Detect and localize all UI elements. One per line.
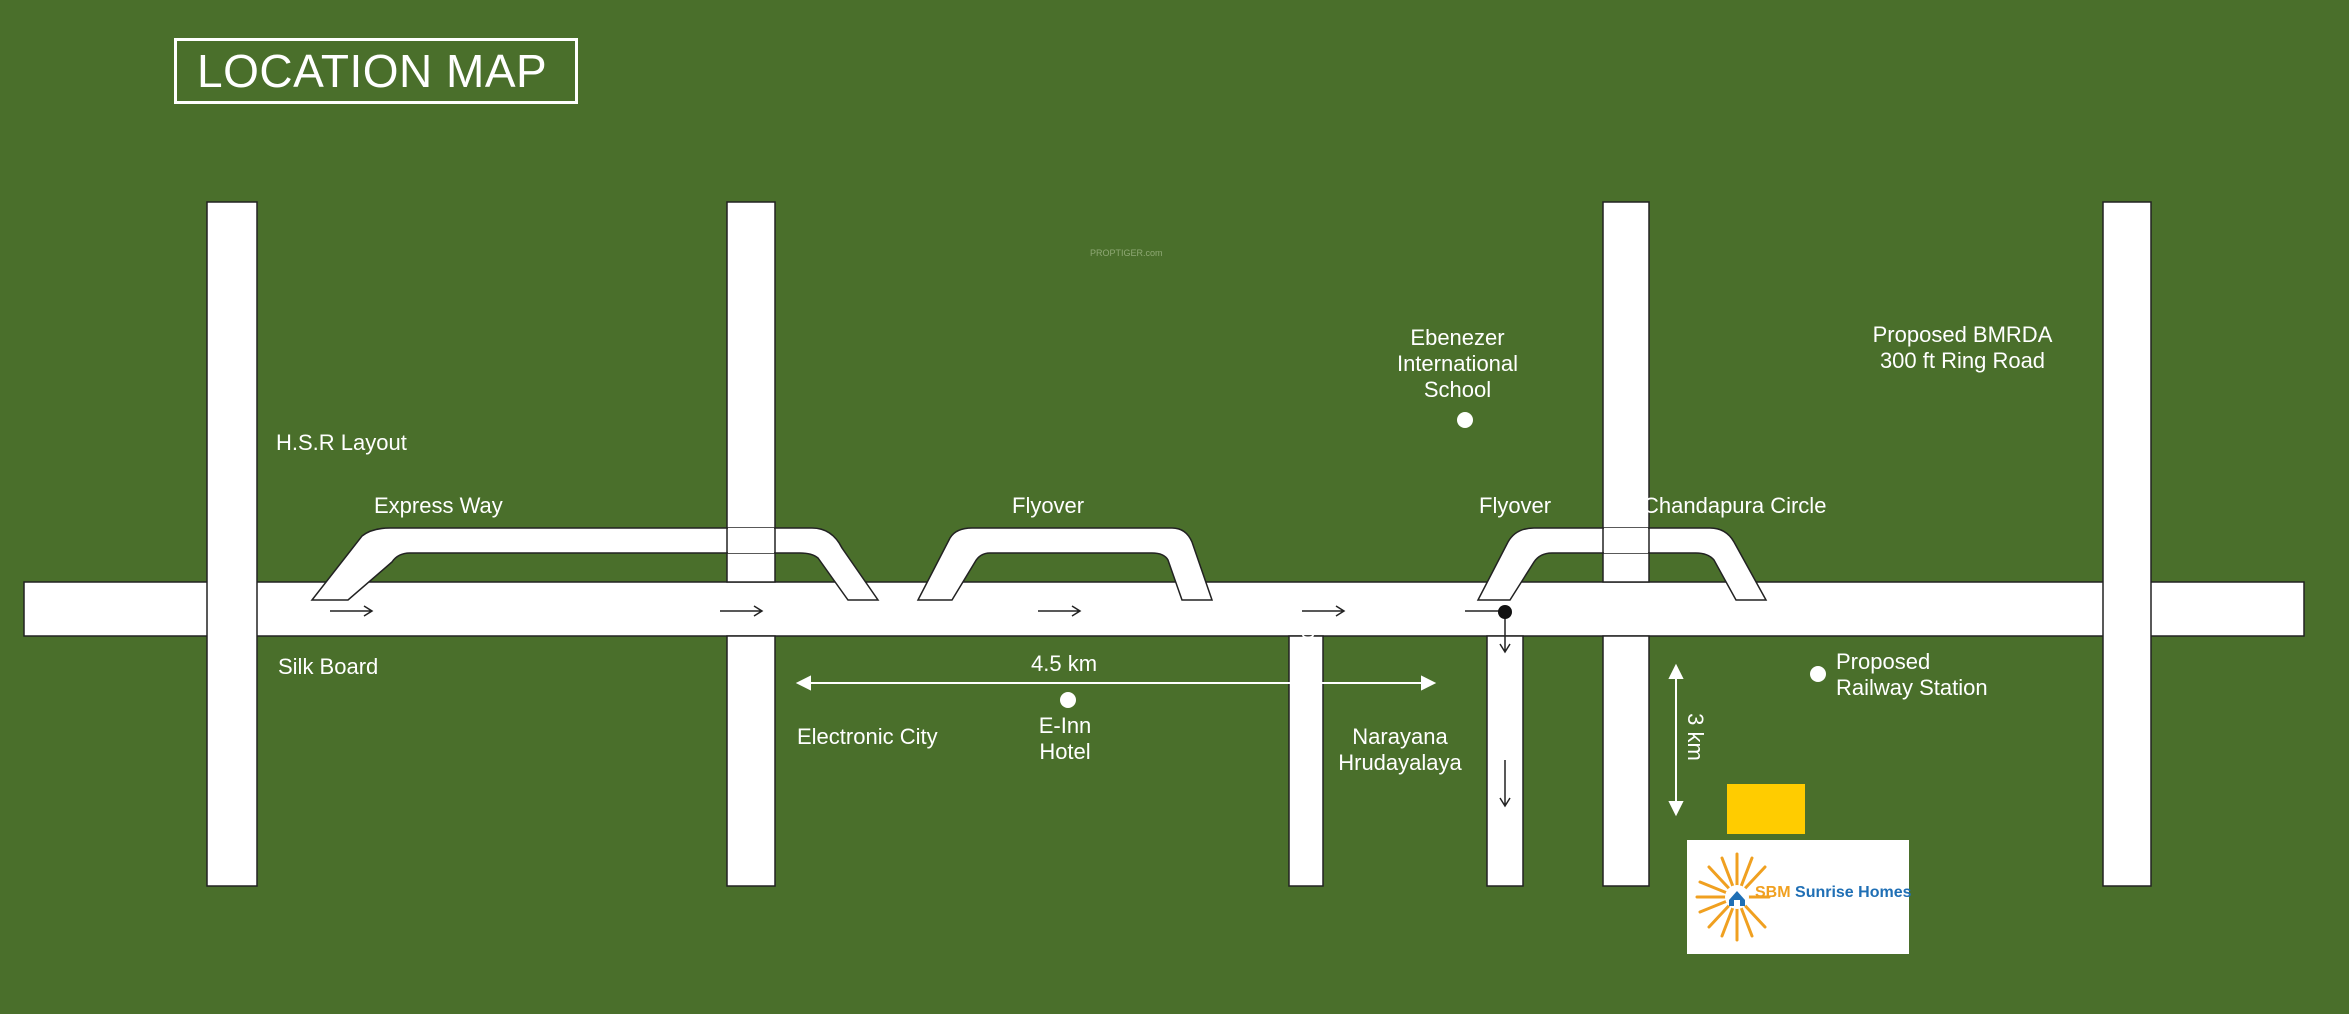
einn-hotel-line1: E-Inn	[1038, 713, 1092, 738]
narayana-label: Narayana Hrudayalaya	[1330, 724, 1470, 776]
outer-ring-road	[206, 201, 258, 887]
flyover-2	[1476, 527, 1768, 601]
nh7-label-right: NH7	[1810, 598, 1855, 623]
sarjapura-road	[2102, 201, 2152, 887]
bmrda-label: Proposed BMRDA 300 ft Ring Road	[1850, 322, 2075, 374]
silk-board-label: Silk Board	[278, 654, 379, 679]
narayana-line2: Hrudayalaya	[1338, 750, 1462, 775]
railway-station-label: Proposed Railway Station	[1836, 649, 1988, 701]
einn-hotel-label: E-Inn Hotel	[1020, 713, 1110, 765]
railway-station-dot	[1810, 666, 1826, 682]
bmrda-line1: Proposed BMRDA	[1872, 322, 2053, 347]
prr-road	[726, 201, 776, 583]
railway-line1: Proposed	[1836, 649, 1931, 674]
nice-road	[726, 635, 776, 887]
distance-label: 4.5 km	[1031, 651, 1098, 676]
logo-text-sbm: SBM	[1755, 884, 1791, 901]
flyover-label-1: Flyover	[1012, 493, 1085, 518]
bmrda-line2: 300 ft Ring Road	[1879, 348, 2046, 373]
watermark: PROPTIGER.com	[1090, 248, 1163, 258]
bommasandra-road	[1288, 635, 1324, 887]
logo-text-sunrise-homes: Sunrise Homes	[1795, 884, 1912, 901]
railway-line2: Railway Station	[1836, 675, 1988, 700]
nh7-road	[23, 581, 2305, 637]
sbm-sunrise-homes-logo: SBM Sunrise Homes	[1687, 840, 1912, 954]
three-km-label: 3 km	[1683, 713, 1708, 761]
logo-text: SBM Sunrise Homes	[1755, 884, 1912, 902]
to-hosur-label: To Hosur	[2170, 597, 2259, 622]
junction-dot	[1498, 605, 1512, 619]
ebenezer-line2: International	[1396, 351, 1519, 376]
hsr-layout-label: H.S.R Layout	[276, 430, 407, 455]
chandapura-circle-label: Chandapura Circle	[1643, 493, 1827, 518]
narayana-line1: Narayana	[1352, 724, 1448, 749]
sarjapura-road-label: Towards Sarjapura Road	[2119, 280, 2144, 523]
sun-burst-icon	[1695, 852, 1771, 942]
whitefield-road	[1602, 201, 1650, 583]
bommasandra-road-label: Bommasandra Road	[1294, 627, 1319, 829]
ebenezer-line3: School	[1423, 377, 1492, 402]
express-way-label: Express Way	[374, 493, 503, 518]
einn-hotel-line2: Hotel	[1039, 739, 1091, 764]
map-title: LOCATION MAP	[174, 38, 578, 104]
project-location-marker	[1727, 784, 1805, 834]
outer-ring-road-label: Outer Ring Road	[220, 312, 245, 478]
ebenezer-label: Ebenezer International School	[1380, 325, 1535, 403]
ebenezer-line1: Ebenezer	[1410, 325, 1505, 350]
koramangala-label: Koramangala	[32, 597, 163, 622]
prr-road-label: Proposed PRR Ring Road	[738, 223, 763, 480]
flyover-label-2: Flyover	[1479, 493, 1552, 518]
anekal-road	[1602, 635, 1650, 887]
einn-hotel-dot	[1060, 692, 1076, 708]
electronic-city-label: Electronic City	[797, 724, 938, 749]
nh7-label-left: NH7	[490, 599, 535, 624]
nice-road-label: Nice Road	[738, 725, 763, 828]
whitefield-road-label: To Whitefield	[1614, 313, 1639, 439]
anekal-road-label: To Anekal	[1615, 717, 1640, 813]
ebenezer-school-dot	[1457, 412, 1473, 428]
flyover-1	[916, 527, 1214, 601]
